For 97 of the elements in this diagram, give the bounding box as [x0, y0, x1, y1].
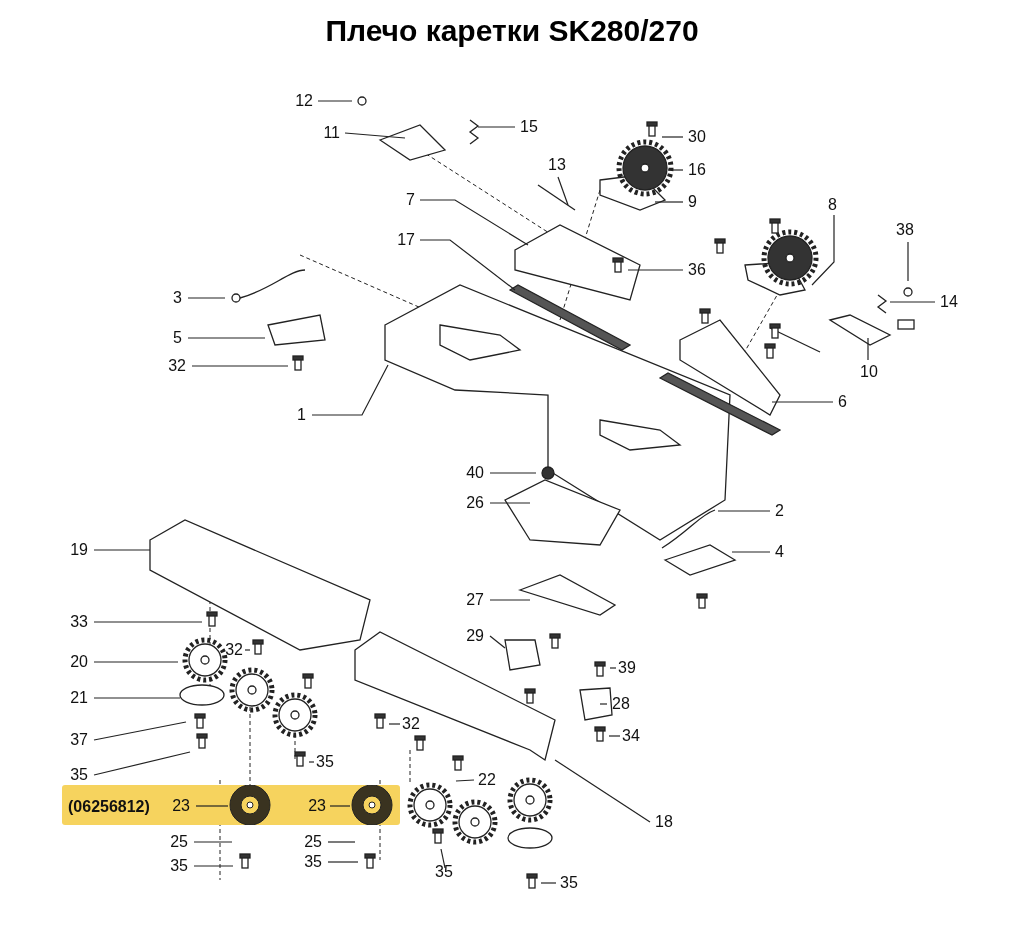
- part-number: (06256812): [68, 798, 150, 816]
- leader-line: [193, 841, 233, 843]
- callout-number: 35: [435, 863, 453, 881]
- callout-number: 21: [70, 689, 88, 707]
- leader-line: [93, 697, 181, 699]
- callout-number: 8: [828, 196, 837, 214]
- leader-line: [771, 401, 834, 403]
- leader-line: [327, 861, 359, 863]
- callout-number: 38: [896, 221, 914, 239]
- callout-number: 7: [406, 191, 415, 209]
- leader-line: [477, 126, 516, 128]
- callout-number: 39: [618, 659, 636, 677]
- leader-line: [627, 269, 684, 271]
- highlight-band: [62, 785, 400, 825]
- callout-number: 3: [173, 289, 182, 307]
- callout-number: 4: [775, 543, 784, 561]
- callout-number: 23: [172, 797, 190, 815]
- callout-number: 35: [304, 853, 322, 871]
- callout-number: 19: [70, 541, 88, 559]
- callout-number: 2: [775, 502, 784, 520]
- callout-number: 25: [170, 833, 188, 851]
- callout-number: 32: [168, 357, 186, 375]
- callout-number: 35: [70, 766, 88, 784]
- leader-line: [599, 703, 608, 705]
- callout-number: 16: [688, 161, 706, 179]
- leader-line: [455, 779, 475, 782]
- callout-number: 15: [520, 118, 538, 136]
- leader-line: [608, 735, 621, 737]
- leader-line: [327, 841, 356, 843]
- leader-line: [907, 241, 909, 282]
- callout-number: 10: [860, 363, 878, 381]
- callout-number: 9: [688, 193, 697, 211]
- leader-line: [388, 723, 401, 725]
- leader-line: [244, 649, 251, 651]
- leader-line: [317, 100, 353, 102]
- callout-number: 37: [70, 731, 88, 749]
- callout-number: 25: [304, 833, 322, 851]
- callout-number: 22: [478, 771, 496, 789]
- leader-line: [540, 882, 557, 884]
- leader-line: [557, 176, 569, 206]
- leader-line: [93, 549, 151, 551]
- callout-number: 14: [940, 293, 958, 311]
- leader-line: [654, 201, 684, 203]
- callout-number: 6: [838, 393, 847, 411]
- leader-line: [554, 759, 651, 823]
- callout-number: 29: [466, 627, 484, 645]
- callout-number: 13: [548, 156, 566, 174]
- callout-number: 27: [466, 591, 484, 609]
- callout-number: 17: [397, 231, 415, 249]
- callout-number: 23: [308, 797, 326, 815]
- leader-line: [93, 721, 187, 741]
- callout-number: 28: [612, 695, 630, 713]
- leader-line: [195, 805, 229, 807]
- callout-number: 34: [622, 727, 640, 745]
- leader-line: [191, 365, 289, 367]
- leader-line: [329, 805, 351, 807]
- leader-line: [489, 502, 531, 504]
- callout-number: 33: [70, 613, 88, 631]
- leader-line: [867, 337, 869, 361]
- diagram-title: Плечо каретки SK280/270: [325, 14, 699, 48]
- leader-line: [489, 472, 537, 474]
- callout-number: 26: [466, 494, 484, 512]
- leader-line: [717, 510, 771, 512]
- callout-number: 1: [297, 406, 306, 424]
- callout-number: 12: [295, 92, 313, 110]
- leader-line: [419, 239, 516, 291]
- leader-line: [187, 337, 266, 339]
- leader-line: [440, 848, 446, 869]
- callout-number: 32: [402, 715, 420, 733]
- callout-number: 40: [466, 464, 484, 482]
- leader-line: [811, 214, 835, 286]
- leader-line: [609, 667, 617, 669]
- leader-line: [661, 136, 684, 138]
- leader-line: [187, 297, 226, 299]
- callout-number: 18: [655, 813, 673, 831]
- leader-line: [344, 132, 406, 139]
- leader-line: [489, 635, 506, 649]
- leader-line: [731, 551, 771, 553]
- callout-number: 35: [316, 753, 334, 771]
- callout-number: 20: [70, 653, 88, 671]
- leader-line: [93, 621, 203, 623]
- callout-number: 30: [688, 128, 706, 146]
- leader-line: [311, 364, 389, 416]
- callout-number: 11: [323, 124, 340, 142]
- leader-line: [667, 169, 684, 171]
- callout-number: 32: [225, 641, 243, 659]
- callout-number: 35: [170, 857, 188, 875]
- leader-line: [889, 301, 936, 303]
- callout-number: 35: [560, 874, 578, 892]
- callout-number: 5: [173, 329, 182, 347]
- leader-line: [308, 761, 315, 763]
- leader-line: [93, 661, 179, 663]
- leader-line: [193, 865, 234, 867]
- leader-line: [93, 751, 191, 776]
- callout-number: 36: [688, 261, 706, 279]
- leader-line: [419, 199, 529, 246]
- leader-line: [489, 599, 531, 601]
